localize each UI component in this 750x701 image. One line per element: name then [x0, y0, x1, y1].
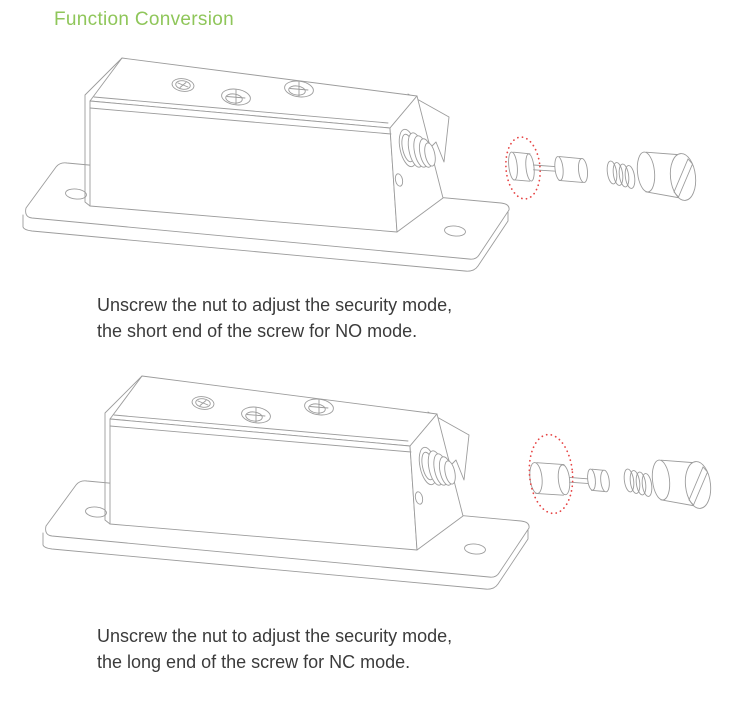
screw-long-end [554, 156, 589, 183]
highlight-ellipse-nc [528, 433, 574, 515]
spring-nc [623, 468, 653, 497]
screw-short-end [508, 151, 535, 182]
adjustment-screw-no [508, 151, 589, 183]
screw-shaft [533, 164, 559, 172]
diagram-no-mode [22, 57, 697, 272]
slotted-nut-nc [651, 459, 712, 509]
screw-shaft [569, 476, 590, 485]
adjustment-screw-nc [529, 462, 610, 496]
spring-no [606, 160, 636, 189]
lock-device-nc [42, 375, 530, 590]
caption-no-line1: Unscrew the nut to adjust the security m… [97, 295, 453, 315]
caption-no-mode: Unscrew the nut to adjust the security m… [97, 292, 452, 344]
caption-nc-line2: the long end of the screw for NC mode. [97, 652, 411, 672]
nut-slot [688, 466, 708, 506]
screw-long-end [529, 462, 571, 496]
screw-short-end [587, 468, 610, 493]
nut-slot [673, 158, 693, 198]
caption-nc-mode: Unscrew the nut to adjust the security m… [97, 623, 452, 675]
caption-no-line2: the short end of the screw for NO mode. [97, 321, 418, 341]
diagram-nc-mode [42, 375, 712, 590]
caption-nc-line1: Unscrew the nut to adjust the security m… [97, 626, 453, 646]
highlight-ellipse-no [505, 136, 541, 200]
lock-device-no [22, 57, 510, 272]
slotted-nut-no [636, 151, 697, 201]
page-title: Function Conversion [54, 9, 234, 30]
